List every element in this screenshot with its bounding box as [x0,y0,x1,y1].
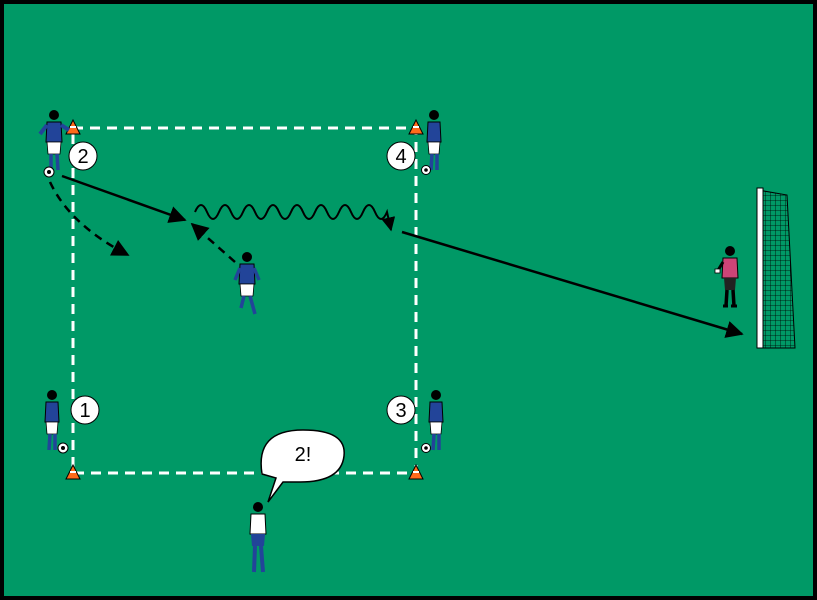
svg-text:4: 4 [395,146,406,168]
cone-icon [408,463,424,480]
goal-icon [756,187,796,349]
player-icon [44,390,60,451]
cone-icon [408,118,424,135]
pass-arrow [61,174,187,223]
player-icon [428,390,444,451]
station-4-label: 4 [386,141,416,171]
ball-icon [421,165,431,175]
cone-icon [65,463,81,480]
dribble-arrow [194,204,396,232]
coach-callout-text: 2! [295,444,312,466]
station-1-label: 1 [70,395,100,425]
svg-text:3: 3 [395,400,406,422]
run-arrow [48,181,130,257]
drill-square [71,126,418,475]
goalkeeper-icon [714,246,739,308]
station-3-label: 3 [386,395,416,425]
player-icon [38,110,71,171]
coach-speech-bubble: 2! [260,429,345,503]
svg-text:1: 1 [79,400,90,422]
ball-icon [43,166,55,178]
shot-arrow [401,230,744,338]
coach-icon [249,502,267,573]
cone-icon [65,118,81,135]
defender-run-arrow [190,222,236,263]
player-icon [426,110,442,171]
ball-icon [421,443,431,453]
pitch [4,4,813,596]
svg-text:2: 2 [77,146,88,168]
ball-icon [57,442,69,454]
station-2-label: 2 [68,141,98,171]
player-icon [233,252,261,315]
